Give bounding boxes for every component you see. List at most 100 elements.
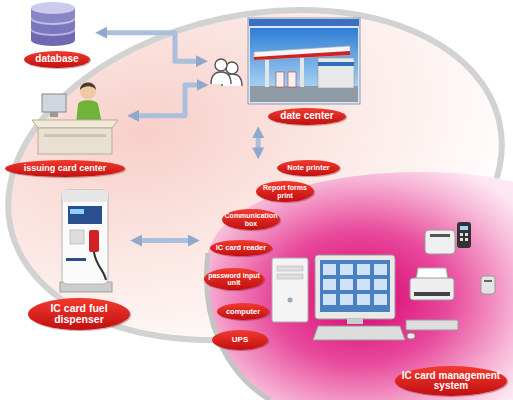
issuing-desk-illustration — [80, 83, 96, 99]
database-icon — [31, 13, 75, 25]
database-icon — [31, 11, 75, 23]
computer-illustration — [323, 279, 336, 290]
computer-illustration — [374, 279, 387, 290]
computer-illustration — [357, 294, 370, 305]
issuing-desk-illustration — [50, 112, 58, 117]
component-oval: UPS — [212, 330, 268, 350]
computer-illustration — [272, 258, 308, 322]
peripherals-illustration — [414, 292, 450, 296]
component-label: IC card reader — [216, 244, 266, 252]
computer-illustration — [347, 319, 363, 324]
data-center-screenshot — [288, 72, 296, 87]
computer-illustration — [374, 264, 387, 275]
peripherals-illustration — [430, 234, 450, 237]
peripherals-illustration — [406, 222, 495, 330]
computer-illustration — [272, 255, 415, 340]
peripherals-illustration — [406, 320, 458, 330]
peripherals-illustration — [460, 226, 468, 230]
database-icon — [31, 8, 75, 17]
component-oval: Communication box — [222, 209, 280, 230]
issuing-desk-illustration — [38, 128, 112, 154]
node-group: date center — [208, 18, 360, 126]
peripherals-illustration — [465, 233, 468, 236]
component-oval: Note printer — [277, 160, 340, 176]
issuing-desk-illustration — [80, 83, 96, 91]
data-center-screenshot — [250, 86, 358, 102]
database-icon — [31, 34, 75, 46]
issuing-desk-illustration — [44, 134, 106, 137]
database-icon — [31, 22, 75, 34]
peripherals-illustration — [460, 233, 463, 236]
node-group: database — [20, 3, 95, 69]
double-arrow-connector — [141, 238, 189, 243]
computer-illustration — [340, 264, 353, 275]
computer-illustration — [315, 255, 395, 319]
double-arrow-connector — [138, 85, 198, 116]
component-label: computer — [226, 308, 260, 316]
peripherals-illustration — [416, 268, 448, 280]
computer-illustration — [340, 294, 353, 305]
peripherals-illustration — [410, 278, 454, 300]
fuel-dispenser-illustration — [66, 258, 86, 261]
issuing-desk-illustration — [76, 100, 102, 124]
computer-illustration — [374, 294, 387, 305]
people-icon — [226, 62, 238, 74]
component-oval: password input unit — [204, 268, 264, 290]
issuing-desk-illustration — [42, 94, 66, 112]
database-icon — [31, 19, 75, 28]
data-center-screenshot — [300, 58, 304, 87]
node-group: IC card fuel dispenser — [28, 185, 130, 331]
fuel-dispenser-illustration — [94, 252, 106, 280]
issuing-desk-illustration — [32, 120, 118, 128]
fuel-dispenser-illustration — [60, 282, 112, 292]
fuel-dispenser-illustration — [89, 230, 99, 252]
data-center-screenshot — [254, 46, 350, 60]
data-center-screenshot — [248, 18, 360, 104]
fuel-dispenser-illustration — [68, 206, 102, 224]
component-label: UPS — [232, 336, 248, 344]
component-oval: Report forms print — [256, 181, 314, 202]
data-center-screenshot — [254, 51, 350, 60]
people-icon — [222, 74, 242, 86]
fuel-dispenser-illustration — [62, 190, 108, 284]
node-label-pill: IC card management system — [395, 366, 507, 396]
fuel-dispenser-illustration — [70, 209, 84, 214]
computer-illustration — [313, 326, 405, 340]
issuing-desk-illustration — [32, 83, 118, 155]
people-icon — [211, 59, 242, 86]
component-label: Report forms print — [258, 184, 312, 198]
fuel-dispenser-illustration — [60, 190, 112, 292]
computer-illustration — [357, 264, 370, 275]
computer-illustration — [277, 266, 303, 271]
node-label-pill: date center — [268, 108, 346, 125]
data-center-screenshot — [318, 62, 354, 66]
computer-illustration — [288, 298, 293, 303]
database-icon — [31, 2, 75, 46]
peripherals-illustration — [460, 238, 463, 241]
computer-illustration — [323, 294, 336, 305]
database-icon — [31, 2, 75, 14]
fuel-dispenser-illustration — [62, 190, 108, 202]
system-region: IC card management system Note printerRep… — [200, 158, 513, 400]
component-oval: computer — [217, 303, 269, 320]
node-label-pill: issuing card center — [5, 160, 125, 177]
database-icon — [31, 24, 75, 36]
data-center-screenshot — [318, 58, 354, 88]
people-icon — [215, 59, 227, 71]
data-center-screenshot — [276, 72, 284, 87]
peripherals-illustration — [457, 222, 471, 248]
double-arrow-connector — [256, 137, 261, 149]
component-label: Communication box — [224, 212, 278, 226]
computer-illustration — [340, 279, 353, 290]
peripherals-illustration — [484, 280, 492, 282]
data-center-screenshot — [249, 19, 359, 26]
node-label-pill: IC card fuel dispenser — [28, 298, 130, 330]
component-label: Note printer — [287, 164, 330, 172]
double-arrow-connector — [106, 33, 197, 62]
node-label-pill: database — [24, 51, 90, 68]
computer-illustration — [407, 333, 415, 339]
database-icon — [31, 30, 75, 40]
node-group: issuing card center — [5, 65, 127, 178]
data-center-screenshot — [250, 28, 358, 102]
